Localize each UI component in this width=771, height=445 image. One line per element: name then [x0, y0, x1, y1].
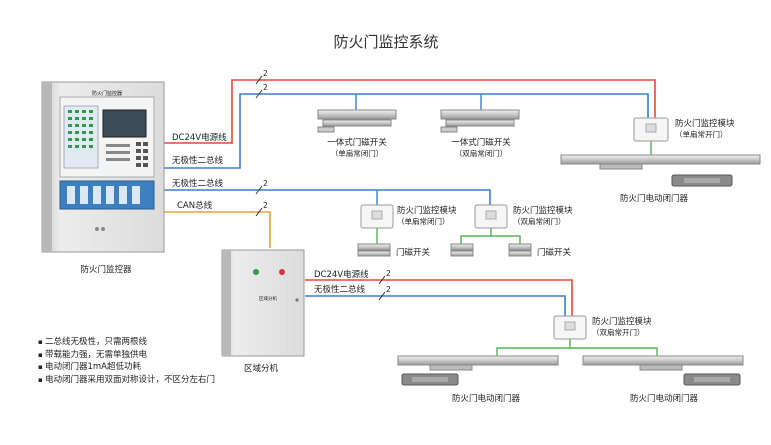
wire-count-marks: [255, 75, 386, 301]
switch-mid1-label: 门磁开关: [396, 247, 431, 258]
dc24v-power-line-bottom: [305, 279, 573, 316]
module-bottom-subtitle: （双扇常开门）: [592, 327, 645, 337]
electric-door-closer-bottom2: [582, 355, 744, 386]
door-magnet-1-subtitle: （单扇常闭门）: [331, 148, 384, 158]
switch-mid2-label: 门磁开关: [537, 247, 572, 258]
bus-line-bottom: [305, 295, 566, 316]
bus-label-1: 无极性二总线: [172, 155, 224, 166]
monitor-module-mid1: [360, 204, 394, 229]
controller-panel-title: 防火门监控器: [92, 90, 122, 97]
module-bottom-title: 防火门监控模块: [592, 316, 652, 327]
wire-count-label: 2: [386, 269, 391, 278]
note-item: 电动闭门器采用双面对称设计，不区分左右门: [38, 374, 215, 387]
area-unit-cabinet: 区域分机: [221, 249, 305, 357]
fire-door-controller: 防火门监控器: [41, 81, 165, 253]
bus-label-3: 无极性二总线: [314, 284, 366, 295]
can-bus-line: [163, 211, 271, 248]
door-switch-mid2: [450, 243, 532, 257]
door-magnet-1-title: 一体式门磁开关: [327, 137, 387, 148]
bus-line-top: [163, 93, 649, 169]
controller-keypad: [68, 110, 93, 148]
module-mid2-title: 防火门监控模块: [513, 205, 573, 216]
electric-door-closer-top: [560, 154, 761, 187]
door-magnet-switch-1: [317, 109, 397, 133]
module-top-subtitle: （单扇常开门）: [675, 129, 728, 139]
power-indicator-green: [253, 269, 259, 275]
module-mid1-subtitle: （单扇常闭门）: [397, 216, 450, 226]
module-link-mid2: [460, 228, 492, 244]
electric-door-closer-bottom1: [397, 355, 559, 386]
wire-count-label: 2: [263, 201, 268, 210]
note-item: 带载能力强，无需单独供电: [38, 349, 215, 362]
module-top-title: 防火门监控模块: [675, 118, 735, 129]
module-link-mid2b: [491, 235, 521, 244]
feature-notes: 二总线无极性，只需两根线 带载能力强，无需单独供电 电动闭门器1mA超低功耗 电…: [38, 336, 215, 386]
dc24v-power-line-top: [163, 79, 656, 144]
monitor-module-bottom: [553, 315, 587, 340]
door-magnet-2-subtitle: （双扇常闭门）: [455, 148, 508, 158]
can-label: CAN总线: [177, 200, 213, 211]
bus-line-middle: [163, 189, 491, 205]
closer-bottom1-label: 防火门电动闭门器: [452, 393, 521, 404]
note-item: 电动闭门器1mA超低功耗: [38, 361, 215, 374]
controller-screen: [102, 109, 147, 138]
module-link-bottom: [496, 339, 571, 356]
monitor-module-mid2: [474, 204, 508, 229]
module-mid1-title: 防火门监控模块: [397, 205, 457, 216]
door-magnet-2-title: 一体式门磁开关: [451, 137, 511, 148]
note-item: 二总线无极性，只需两根线: [38, 336, 215, 349]
dc24v-label: DC24V电源线: [172, 132, 227, 143]
door-magnet-switch-2: [440, 109, 520, 133]
fault-indicator-red: [279, 269, 285, 275]
bus-label-2: 无极性二总线: [172, 178, 224, 189]
area-unit-label: 区域分机: [244, 363, 279, 374]
diagram-title: 防火门监控系统: [333, 33, 438, 51]
wire-count-label: 2: [263, 179, 268, 188]
closer-bottom2-label: 防火门电动闭门器: [630, 393, 699, 404]
monitor-module-top: [633, 117, 669, 142]
dc24v-label-2: DC24V电源线: [314, 269, 369, 280]
wire-count-label: 2: [263, 83, 268, 92]
wire-count-label: 2: [386, 285, 391, 294]
controller-label: 防火门监控器: [80, 264, 132, 275]
module-link-bottom-b: [570, 347, 658, 356]
area-unit-panel-label: 区域分机: [259, 295, 277, 302]
wire-count-label: 2: [263, 69, 268, 78]
module-mid2-subtitle: （双扇常闭门）: [513, 216, 566, 226]
door-switch-mid1: [357, 243, 391, 257]
closer-top-label: 防火门电动闭门器: [620, 193, 689, 204]
controller-buttons: [106, 142, 148, 167]
